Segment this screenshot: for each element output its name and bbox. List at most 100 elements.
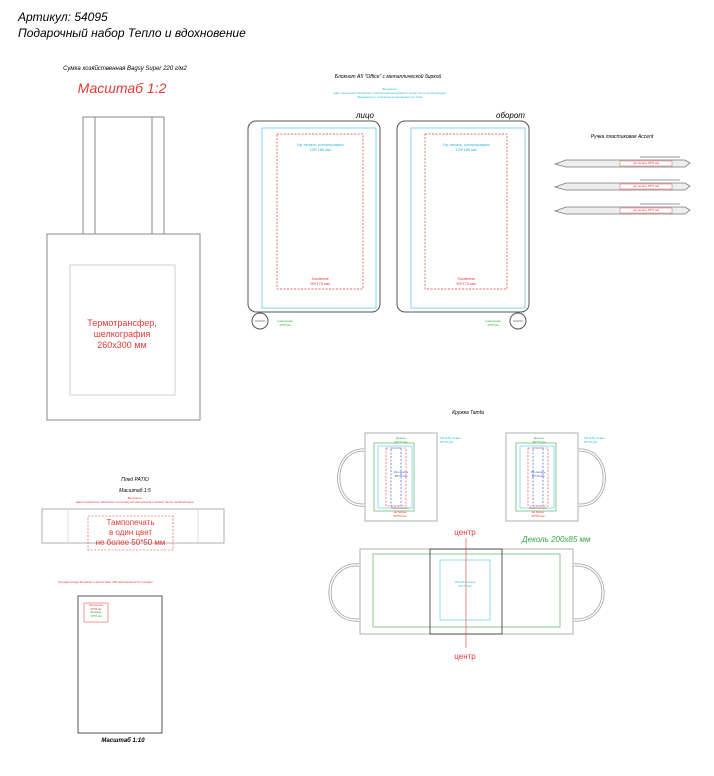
notebook-back-emboss: Тиснение 90*173 мм <box>426 276 506 286</box>
bag-print-area <box>69 264 176 396</box>
mug-center-uv-label: УФ-DTF печать <box>454 580 476 584</box>
mug-left-uvdtf-label: УФ-DTF печать <box>440 436 462 440</box>
plaid-caption: Плед PATIO <box>121 477 149 483</box>
pen-caption: Ручка пластиковая Accent <box>590 134 654 140</box>
notebook-notes: Внимание: Цвет нанесения обозначен стили… <box>290 87 490 99</box>
mug-left-decal-label: Деколь <box>396 436 406 440</box>
mug-left-uvdtf: УФ-DTF печать 50*70 мм <box>440 436 480 444</box>
mug-right-pad-note: не более <box>531 510 545 514</box>
mug-right-uv-label: Уф-печать <box>530 470 546 474</box>
notebook-front-emboss-size: 90*173 мм <box>310 281 330 286</box>
notebook-tag-back <box>509 312 527 330</box>
plaid-small-label2: 50*50 мм <box>90 607 102 611</box>
notebook-back-emboss-size: 90*173 мм <box>456 281 476 286</box>
mug-left-uv-label: Уф-печать <box>393 470 409 474</box>
mug-right-uvdtf-label: УФ-DTF печать <box>584 436 606 440</box>
plaid-method-block: Тампопечать в один цвет не более 50*50 м… <box>88 518 173 548</box>
notebook-note3: Возможность отпечатка на материале нп 3 … <box>357 95 423 99</box>
mug-right <box>505 432 606 522</box>
mug-right-uv-size: 25*70 мм <box>531 474 545 478</box>
mug-right-pad-label: Тампопечать <box>528 506 548 510</box>
notebook-front <box>247 120 381 330</box>
pen-1-imprint: уф-печать 50*5 мм <box>632 161 660 165</box>
bag-method-line2: шелкография <box>93 329 151 339</box>
notebook-back-label: оборот <box>496 111 525 120</box>
plaid-small-note: Складка пледа 40 мм/ие 1 мм на 4мм: 300 … <box>58 580 153 584</box>
notebook-front-emboss: Тиснение 90*173 мм <box>280 276 360 286</box>
bag-method-line1: Термотрансфер, <box>87 318 157 328</box>
mug-left-pad-label: Тампопечать <box>390 506 410 510</box>
notebook-front-label: лицо <box>356 111 374 120</box>
notebook-front-tag-size: 10*8 мм <box>279 323 291 327</box>
mug-right-uvdtf: УФ-DTF печать 50*70 мм <box>584 436 624 444</box>
mug-left-decal-size: 80*73 мм <box>394 440 408 444</box>
mug-left-uv: Уф-печать 25*70 мм <box>384 470 418 478</box>
notebook-front-uv-size: 125*180 мм <box>309 147 331 152</box>
mug-decal-big: Деколь 200х85 мм <box>522 535 591 544</box>
notebook-tag-front <box>251 312 269 330</box>
pen-1 <box>553 156 691 168</box>
plaid-scale: Масштаб 1:5 <box>119 488 151 494</box>
bag-method-block: Термотрансфер, шелкография 260х300 мм <box>72 318 172 351</box>
notebook-front-uv-label: Уф-печать, шелкография <box>296 142 344 147</box>
notebook-back-tag-size: 10*8 мм <box>487 323 499 327</box>
plaid-notes: Внимание: Цвет нанесения обозначен стили… <box>40 496 230 504</box>
set-title: Подарочный набор Тепло и вдохновение <box>18 26 246 40</box>
bag-caption: Сумка хозяйственная Bagsy Super 220 г/м2 <box>63 66 187 72</box>
notebook-back <box>396 120 530 330</box>
notebook-back-uv-label: Уф-печать, шелкография <box>442 142 490 147</box>
notebook-front-uv: Уф-печать, шелкография 125*180 мм <box>280 142 360 152</box>
pen-2-imprint: уф-печать 50*5 мм <box>632 184 660 188</box>
notebook-back-emboss-label: Тиснение <box>457 276 475 281</box>
mug-left-decal: Деколь 80*73 мм <box>386 436 416 444</box>
notebook-back-uv: Уф-печать, шелкография 125*180 мм <box>426 142 506 152</box>
notebook-front-emboss-label: Тиснение <box>311 276 329 281</box>
pen-3-imprint: уф-печать 50*5 мм <box>632 208 660 212</box>
notebook-note2: Цвет нанесения обозначен стилизацией мат… <box>333 91 447 95</box>
mug-left-uvdtf-size: 50*70 мм <box>440 440 453 444</box>
mug-center-bottom: центр <box>454 652 476 661</box>
pen-3 <box>553 203 691 215</box>
mug-left <box>337 432 438 522</box>
plaid-folded <box>77 595 163 734</box>
plaid-small-labels: Тампопечать 50*50 мм Вышивка 50*50 мм <box>84 604 108 618</box>
mug-right-decal: Деколь 80*73 мм <box>524 436 554 444</box>
mug-left-pad-size: 50*50 мм <box>393 514 407 518</box>
notebook-front-tag: гравировка 10*8 мм <box>270 319 300 327</box>
mug-center-uv-size: 50*70 мм <box>458 584 472 588</box>
mug-right-decal-label: Деколь <box>534 436 544 440</box>
plaid-small-label1: Тампопечать <box>88 604 104 607</box>
mug-right-uv: Уф-печать 25*70 мм <box>521 470 555 478</box>
bag-handle-right <box>151 116 165 235</box>
plaid-small-label4: 50*50 мм <box>90 614 102 618</box>
mug-caption: Кружка Tamfa <box>452 410 484 416</box>
mug-right-decal-size: 80*73 мм <box>532 440 546 444</box>
notebook-back-tag-label: гравировка <box>485 319 501 323</box>
bag-handle-left <box>82 116 96 235</box>
plaid-method-line1: Тампопечать <box>106 518 155 527</box>
plaid-small-label3: Вышивка <box>90 611 102 614</box>
bag-drawing <box>46 116 201 421</box>
notebook-front-tag-label: гравировка <box>277 319 293 323</box>
plaid-method-line3: не более 50*50 мм <box>95 538 166 547</box>
mug-left-pad: Тампопечать не более 50*50 мм <box>380 506 420 518</box>
article-number: Артикул: 54095 <box>18 10 108 24</box>
bag-method-size: 260х300 мм <box>97 340 147 350</box>
mug-right-pad-size: 50*50 мм <box>531 514 545 518</box>
plaid-scale-bottom: Масштаб 1:10 <box>101 738 145 744</box>
plaid-method-line2: в один цвет <box>108 528 153 537</box>
notebook-back-tag: гравировка 10*8 мм <box>478 319 508 327</box>
plaid-drawing <box>41 508 225 551</box>
mug-center-top: центр <box>454 528 476 537</box>
mug-right-pad: Тампопечать не более 50*50 мм <box>518 506 558 518</box>
notebook-back-uv-size: 125*180 мм <box>455 147 477 152</box>
mug-right-uvdtf-size: 50*70 мм <box>584 440 597 444</box>
plaid-note1: Внимание: <box>127 496 143 500</box>
bag-body <box>46 233 201 421</box>
mug-left-uv-size: 25*70 мм <box>394 474 408 478</box>
mug-unrolled <box>328 538 605 648</box>
mug-center-uv: УФ-DTF печать 50*70 мм <box>445 580 485 588</box>
notebook-caption: Блокнот А5 "Office" с металлической бирк… <box>334 74 442 80</box>
bag-scale: Масштаб 1:2 <box>77 80 167 96</box>
